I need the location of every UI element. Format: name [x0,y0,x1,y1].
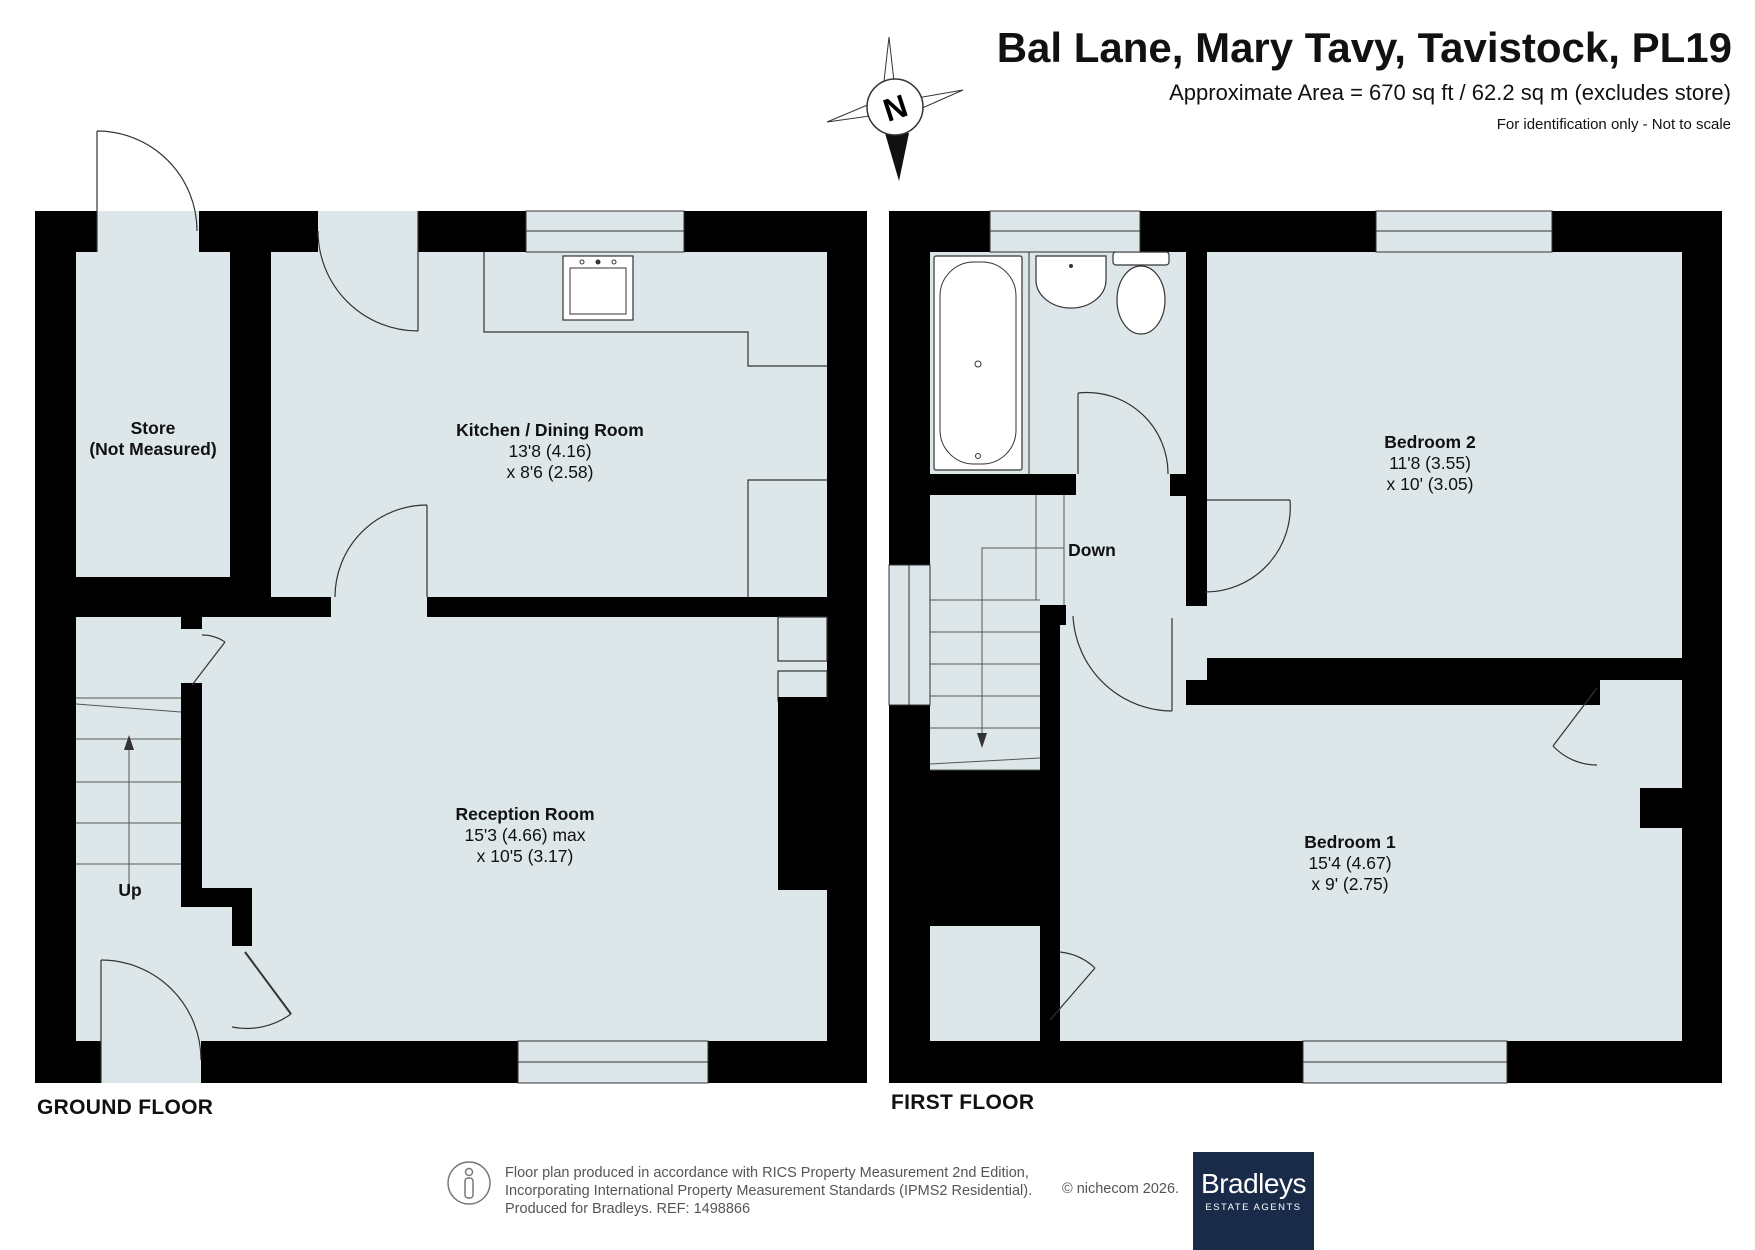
scale-note: For identification only - Not to scale [1496,116,1731,133]
stairs-first [929,495,1065,771]
store-name: Store [130,418,176,438]
cupboard [930,926,1040,1041]
footer-line-1: Floor plan produced in accordance with R… [505,1165,1029,1181]
first-floor-plan [888,210,1722,1084]
stairs-up-label: Up [118,880,142,900]
bedroom-1-label: Bedroom 1 15'4 (4.67) x 9' (2.75) [1240,832,1460,895]
bathroom-basin [1035,255,1107,309]
store-room [76,252,230,577]
footer-line-3: Produced for Bradleys. REF: 1498866 [505,1201,751,1217]
stairs-ground [75,697,182,884]
bedroom-2-dim2: x 10' (3.05) [1386,474,1474,494]
ground-floor-plan [35,130,867,1084]
kitchen-label: Kitchen / Dining Room 13'8 (4.16) x 8'6 … [380,420,720,483]
store-sub: (Not Measured) [89,439,217,459]
approximate-area: Approximate Area = 670 sq ft / 62.2 sq m… [1169,80,1731,105]
bedroom-2-room [1207,252,1682,658]
reception-dim1: 15'3 (4.66) max [464,825,586,845]
bedroom-1-room [1060,680,1682,1041]
ipms-person-icon [447,1161,491,1205]
ground-floor-label: GROUND FLOOR [37,1096,214,1119]
brand-name: Bradleys [1201,1168,1306,1199]
stairs-down-label: Down [1068,540,1116,560]
reception-room [202,617,827,1041]
toilet [1112,251,1170,266]
kitchen-dim2: x 8'6 (2.58) [506,462,594,482]
reception-dim2: x 10'5 (3.17) [476,846,574,866]
reception-label: Reception Room 15'3 (4.66) max x 10'5 (3… [390,804,660,867]
bedroom-2-dim1: 11'8 (3.55) [1389,453,1471,473]
bedroom-2-name: Bedroom 2 [1384,432,1476,452]
north-compass-icon: N [826,36,964,181]
reception-name: Reception Room [455,804,595,824]
kitchen-dim1: 13'8 (4.16) [508,441,592,461]
bedroom-1-name: Bedroom 1 [1304,832,1396,852]
property-address: Bal Lane, Mary Tavy, Tavistock, PL19 [996,24,1732,71]
kitchen-room [271,252,827,597]
first-floor-label: FIRST FLOOR [891,1091,1035,1114]
kitchen-name: Kitchen / Dining Room [456,420,644,440]
footer-line-2: Incorporating International Property Mea… [505,1183,1033,1199]
bedroom-1-dim2: x 9' (2.75) [1311,874,1389,894]
brand-tagline: ESTATE AGENTS [1205,1202,1302,1213]
bedroom-1-dim1: 15'4 (4.67) [1308,853,1392,873]
footer-note: Floor plan produced in accordance with R… [505,1164,1032,1218]
store-label: Store (Not Measured) [76,418,230,460]
bedroom-2-label: Bedroom 2 11'8 (3.55) x 10' (3.05) [1320,432,1540,495]
bradleys-logo: Bradleys ESTATE AGENTS [1193,1152,1314,1250]
copyright: © nichecom 2026. [1062,1181,1180,1197]
